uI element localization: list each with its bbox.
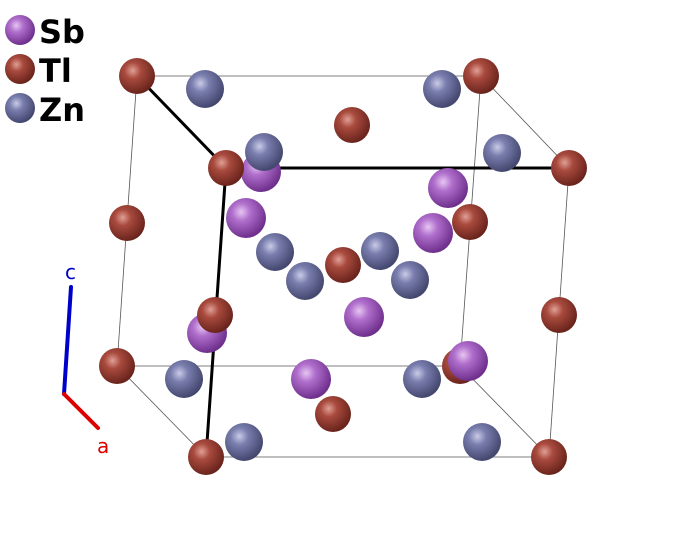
legend-label-tl: Tl	[39, 52, 72, 90]
element-legend: Sb Tl Zn	[5, 13, 85, 129]
atom-tl	[99, 348, 135, 384]
legend-swatch-tl	[5, 54, 35, 84]
atom-tl	[109, 205, 145, 241]
cell-edge	[459, 365, 550, 458]
atom-tl	[551, 150, 587, 186]
atom-sb	[291, 359, 331, 399]
atom-tl	[119, 58, 155, 94]
legend-label-sb: Sb	[39, 13, 85, 51]
atom-zn	[361, 232, 399, 270]
c-axis-label: c	[65, 260, 76, 284]
legend-swatch-zn	[5, 93, 35, 123]
a-axis-label: a	[97, 434, 109, 458]
atom-zn	[483, 134, 521, 172]
atom-sb	[448, 341, 488, 381]
c-axis-line	[62, 285, 73, 396]
atom-sb	[344, 297, 384, 337]
atom-zn	[391, 261, 429, 299]
legend-item-sb: Sb	[5, 13, 85, 51]
legend-swatch-sb	[5, 15, 35, 45]
atom-sb	[428, 168, 468, 208]
atom-zn	[245, 133, 283, 171]
atom-tl	[208, 150, 244, 186]
atom-zn	[403, 360, 441, 398]
atom-tl	[531, 439, 567, 475]
a-axis-line	[62, 392, 100, 430]
atom-zn	[286, 262, 324, 300]
atom-sb	[226, 198, 266, 238]
legend-item-zn: Zn	[5, 91, 85, 129]
atom-tl	[463, 58, 499, 94]
atom-zn	[225, 423, 263, 461]
atom-tl	[452, 204, 488, 240]
atom-zn	[256, 233, 294, 271]
atom-zn	[423, 70, 461, 108]
cell-edge	[480, 75, 570, 169]
atom-zn	[463, 423, 501, 461]
atom-tl	[197, 297, 233, 333]
cell-edge	[116, 365, 207, 458]
atom-tl	[325, 247, 361, 283]
atom-zn	[186, 70, 224, 108]
atom-tl	[541, 297, 577, 333]
atom-tl	[334, 107, 370, 143]
legend-label-zn: Zn	[39, 91, 85, 129]
atom-sb	[413, 213, 453, 253]
legend-item-tl: Tl	[5, 52, 72, 90]
atom-tl	[315, 396, 351, 432]
atoms-layer	[99, 58, 587, 475]
axis-indicator: c a	[62, 260, 109, 458]
bold-edge	[135, 74, 228, 170]
atom-zn	[165, 360, 203, 398]
atom-tl	[188, 439, 224, 475]
